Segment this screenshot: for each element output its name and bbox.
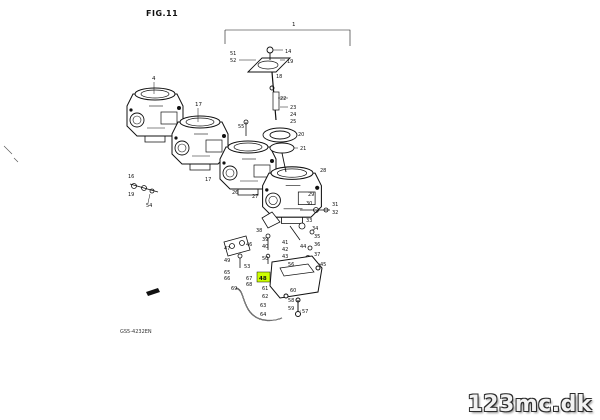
callout-18: 18 [276, 74, 282, 80]
linkage-parts [129, 119, 330, 229]
callout-47: 47 [224, 246, 230, 252]
callout-54: 54 [146, 203, 152, 209]
callout-50: 50 [262, 256, 268, 262]
callout-25: 25 [290, 119, 296, 125]
callout-59: 59 [288, 306, 294, 312]
callout-67: 67 [246, 276, 252, 282]
callout-29: 29 [308, 192, 314, 198]
callout-16: 16 [128, 174, 134, 180]
callout-30: 30 [306, 201, 312, 207]
callout-31: 31 [332, 202, 338, 208]
callout-56: 56 [288, 262, 294, 268]
callout-69: 69 [231, 286, 237, 292]
callout-14: 14 [285, 49, 291, 55]
callout-34: 34 [312, 226, 318, 232]
callout-19-top: 19 [287, 59, 293, 65]
callout-20: 20 [298, 132, 304, 138]
callout-55: 55 [238, 124, 244, 130]
callout-1: 1 [292, 22, 296, 28]
callout-17: 17 [195, 102, 202, 108]
highlight-48[interactable] [256, 271, 271, 283]
callout-36: 36 [314, 242, 320, 248]
stray-mark [3, 145, 13, 155]
callout-32: 32 [332, 210, 338, 216]
callout-49: 49 [224, 258, 230, 264]
callout-24: 24 [290, 112, 296, 118]
site-watermark: 123mc.dk [467, 392, 592, 417]
callout-52: 52 [230, 58, 236, 64]
clip-part [146, 288, 160, 296]
callout-51: 51 [230, 51, 236, 57]
callout-53: 53 [244, 264, 250, 270]
callout-66: 66 [224, 276, 230, 282]
callout-39: 39 [262, 237, 268, 243]
callout-27: 27 [252, 194, 258, 200]
callout-44: 44 [300, 244, 306, 250]
callout-22: 22 [280, 96, 286, 102]
jet-parts [223, 222, 315, 268]
callout-64: 64 [260, 312, 266, 318]
callout-23: 23 [290, 105, 296, 111]
callout-35: 35 [314, 234, 320, 240]
callout-42: 42 [282, 247, 288, 253]
callout-65: 65 [224, 270, 230, 276]
group-bracket [225, 29, 351, 46]
callout-37: 37 [314, 252, 320, 258]
callout-62: 62 [262, 294, 268, 300]
callout-28: 28 [320, 168, 326, 174]
callout-17-mid: 17 [205, 177, 211, 183]
callout-63: 63 [260, 303, 266, 309]
top-cap-assembly [246, 46, 298, 173]
callout-48[interactable]: 48 [259, 276, 267, 282]
callout-68: 68 [246, 282, 252, 288]
callout-26: 26 [232, 190, 238, 196]
callout-61: 61 [262, 286, 268, 292]
callout-43: 43 [282, 254, 288, 260]
callout-46: 46 [246, 242, 252, 248]
callout-40: 40 [262, 244, 268, 250]
callout-4: 4 [152, 76, 156, 82]
callout-21: 21 [300, 146, 306, 152]
callout-41: 41 [282, 240, 288, 246]
callout-33: 33 [306, 218, 312, 224]
callout-45: 45 [320, 262, 326, 268]
callout-57: 57 [302, 309, 308, 315]
callout-38: 38 [256, 228, 262, 234]
callout-19-left: 19 [128, 192, 134, 198]
callout-58: 58 [288, 298, 294, 304]
callout-60: 60 [290, 288, 296, 294]
figure-title: FIG.11 [146, 9, 179, 18]
figure-code: GS5-4232EN [120, 329, 152, 335]
float-bowl [269, 255, 323, 317]
